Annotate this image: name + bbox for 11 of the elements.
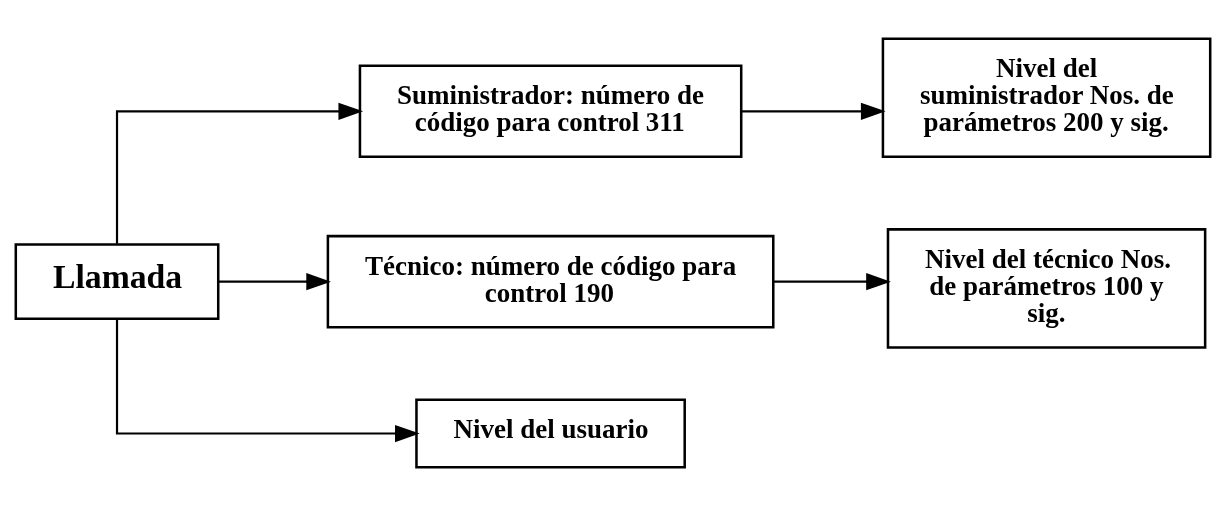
node-box: Suministrador: número de código para control 311 xyxy=(358,64,743,159)
node-box: Técnico: número de código para control 190 xyxy=(326,234,775,329)
node-box: Nivel del usuario xyxy=(415,398,686,469)
node-box: Nivel del suministrador Nos. de parámetros 200 y sig. xyxy=(881,37,1212,159)
arrow xyxy=(115,319,420,443)
arrow xyxy=(218,273,331,291)
node-box: Llamada xyxy=(14,243,220,321)
arrow xyxy=(741,102,886,120)
node-box: Nivel del técnico Nos. de parámetros 100 y sig. xyxy=(886,228,1207,349)
arrow xyxy=(773,273,891,291)
arrow xyxy=(115,102,364,244)
